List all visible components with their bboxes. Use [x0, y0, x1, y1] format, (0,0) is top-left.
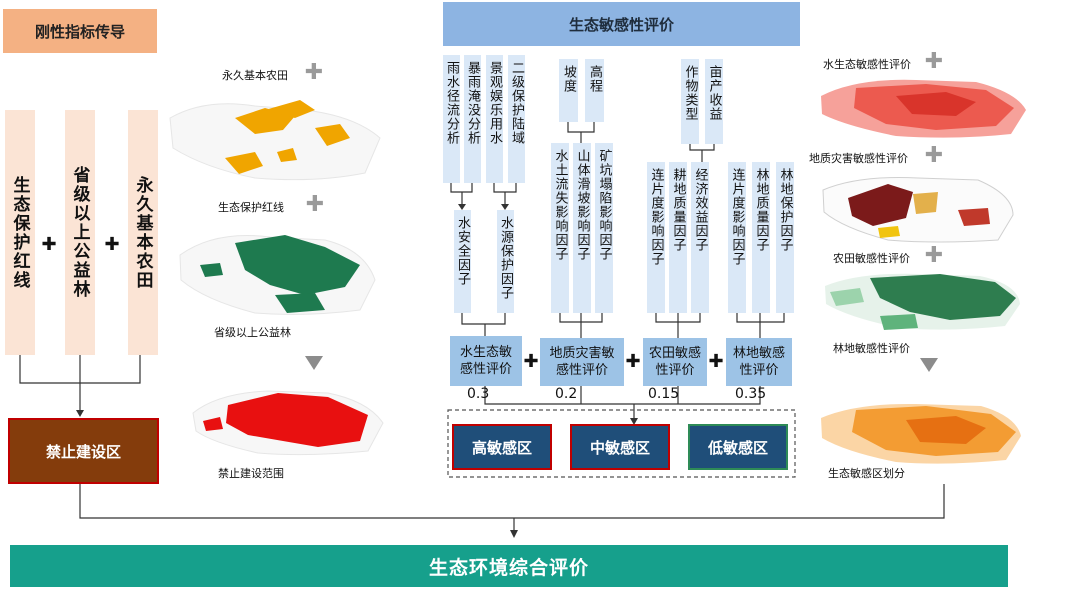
factor-farmland-quality: 耕地质量因子	[669, 162, 687, 313]
factor-landslide: 山体滑坡影响因子	[573, 143, 591, 313]
factor-forest-continuity: 连片度影响因子	[728, 162, 746, 313]
public-forest-box: 省级以上公益林	[65, 110, 95, 355]
map-label-no-construction: 禁止建设范围	[218, 467, 284, 480]
eval-text: 农田敏感性评价	[648, 346, 701, 378]
factor-text: 经济效益因子	[692, 168, 708, 252]
factor-water-safety: 水安全因子	[454, 210, 471, 313]
plus-icon: ✚	[924, 48, 944, 74]
plus-icon: ✚	[305, 191, 325, 217]
plus-icon: ✚	[104, 233, 120, 255]
eval-text: 地质灾害敏感性评价	[549, 346, 615, 378]
map-label-forest-eval: 林地敏感性评价	[833, 342, 910, 355]
sub-factor-text: 二级保护陆域	[509, 61, 524, 145]
plus-icon: ✚	[924, 242, 944, 268]
factor-text: 水土流失影响因子	[552, 149, 568, 261]
plus-icon: ✚	[924, 142, 944, 168]
factor-mine-collapse: 矿坑塌陷影响因子	[595, 143, 613, 313]
sub-factor-landscape-water: 景观娱乐用水	[486, 55, 503, 183]
factor-economic-benefit: 经济效益因子	[691, 162, 709, 313]
map-label-farmland: 永久基本农田	[222, 69, 288, 82]
low-sensitivity-zone: 低敏感区	[688, 424, 788, 470]
factor-text: 林地保护因子	[777, 168, 793, 252]
no-construction-zone-box: 禁止建设区	[8, 418, 159, 484]
map-label-water-eco: 水生态敏感性评价	[823, 58, 911, 71]
plus-icon: ✚	[625, 350, 641, 372]
sub-factor-elevation: 高程	[585, 59, 604, 122]
forest-eval-box: 林地敏感性评价	[726, 338, 792, 386]
factor-soil-erosion: 水土流失影响因子	[551, 143, 569, 313]
sub-factor-text: 景观娱乐用水	[487, 61, 502, 145]
factor-text: 矿坑塌陷影响因子	[596, 149, 612, 261]
down-arrow-icon	[305, 356, 323, 370]
water-eco-eval-box: 水生态敏感性评价	[450, 336, 522, 386]
plus-icon: ✚	[41, 233, 57, 255]
no-construction-map	[192, 390, 384, 456]
basic-farmland-box: 永久基本农田	[128, 110, 158, 355]
farmland-map	[169, 100, 381, 181]
factor-forest-quality: 林地质量因子	[752, 162, 770, 313]
factor-text: 林地质量因子	[753, 168, 769, 252]
eval-text: 林地敏感性评价	[732, 346, 785, 378]
plus-icon: ✚	[523, 350, 539, 372]
weight-farmland: 0.15	[648, 386, 680, 402]
sub-factor-text: 高程	[587, 65, 602, 93]
sub-factor-text: 坡度	[561, 65, 576, 93]
medium-sensitivity-zone: 中敏感区	[570, 424, 670, 470]
factor-text: 连片度影响因子	[729, 168, 745, 266]
weight-forest: 0.35	[735, 386, 767, 402]
ecological-redline-label: 生态保护红线	[9, 175, 30, 290]
map-label-geo-hazard: 地质灾害敏感性评价	[809, 152, 908, 165]
eco-environment-comprehensive-eval: 生态环境综合评价	[10, 545, 1008, 587]
ecological-redline-box: 生态保护红线	[5, 110, 35, 355]
public-forest-label: 省级以上公益林	[69, 166, 90, 299]
down-arrow-icon	[920, 358, 938, 372]
map-label-eco-zone: 生态敏感区划分	[828, 467, 905, 480]
sub-factor-protection-land: 二级保护陆域	[508, 55, 525, 183]
factor-text: 水源保护因子	[498, 216, 513, 300]
sub-factor-runoff: 雨水径流分析	[443, 55, 460, 183]
factor-text: 耕地质量因子	[670, 168, 686, 252]
geo-hazard-map	[822, 177, 1014, 243]
map-label-public-forest: 省级以上公益林	[214, 326, 291, 339]
factor-farmland-continuity: 连片度影响因子	[647, 162, 665, 313]
farmland-eval-box: 农田敏感性评价	[643, 338, 707, 386]
factor-forest-protection: 林地保护因子	[776, 162, 794, 313]
redline-map	[179, 234, 376, 315]
sub-factor-text: 亩产收益	[706, 65, 722, 121]
geo-hazard-eval-box: 地质灾害敏感性评价	[540, 338, 624, 386]
map-label-redline: 生态保护红线	[218, 201, 284, 214]
factor-text: 山体滑坡影响因子	[574, 149, 590, 261]
map-label-farmland-eval: 农田敏感性评价	[833, 252, 910, 265]
eco-sensitivity-header: 生态敏感性评价	[443, 2, 800, 46]
rigid-indicator-header: 刚性指标传导	[3, 9, 157, 53]
factor-text: 水安全因子	[455, 216, 470, 286]
eco-zone-map	[821, 403, 1021, 464]
factor-water-source: 水源保护因子	[497, 210, 514, 313]
sub-factor-text: 雨水径流分析	[444, 61, 459, 145]
plus-icon: ✚	[708, 350, 724, 372]
sub-factor-crop-type: 作物类型	[681, 59, 699, 144]
high-sensitivity-zone: 高敏感区	[452, 424, 552, 470]
eval-text: 水生态敏感性评价	[459, 345, 512, 377]
water-eco-map	[821, 79, 1026, 138]
plus-icon: ✚	[304, 59, 324, 85]
weight-geo: 0.2	[555, 386, 578, 402]
sub-factor-text: 作物类型	[682, 65, 698, 121]
factor-text: 连片度影响因子	[648, 168, 664, 266]
basic-farmland-label: 永久基本农田	[132, 175, 153, 290]
sub-factor-flood: 暴雨淹没分析	[464, 55, 481, 183]
farmland-eval-map	[825, 273, 1020, 330]
sub-factor-text: 暴雨淹没分析	[465, 61, 480, 145]
sub-factor-slope: 坡度	[559, 59, 578, 122]
weight-water: 0.3	[467, 386, 490, 402]
sub-factor-yield-income: 亩产收益	[705, 59, 723, 144]
